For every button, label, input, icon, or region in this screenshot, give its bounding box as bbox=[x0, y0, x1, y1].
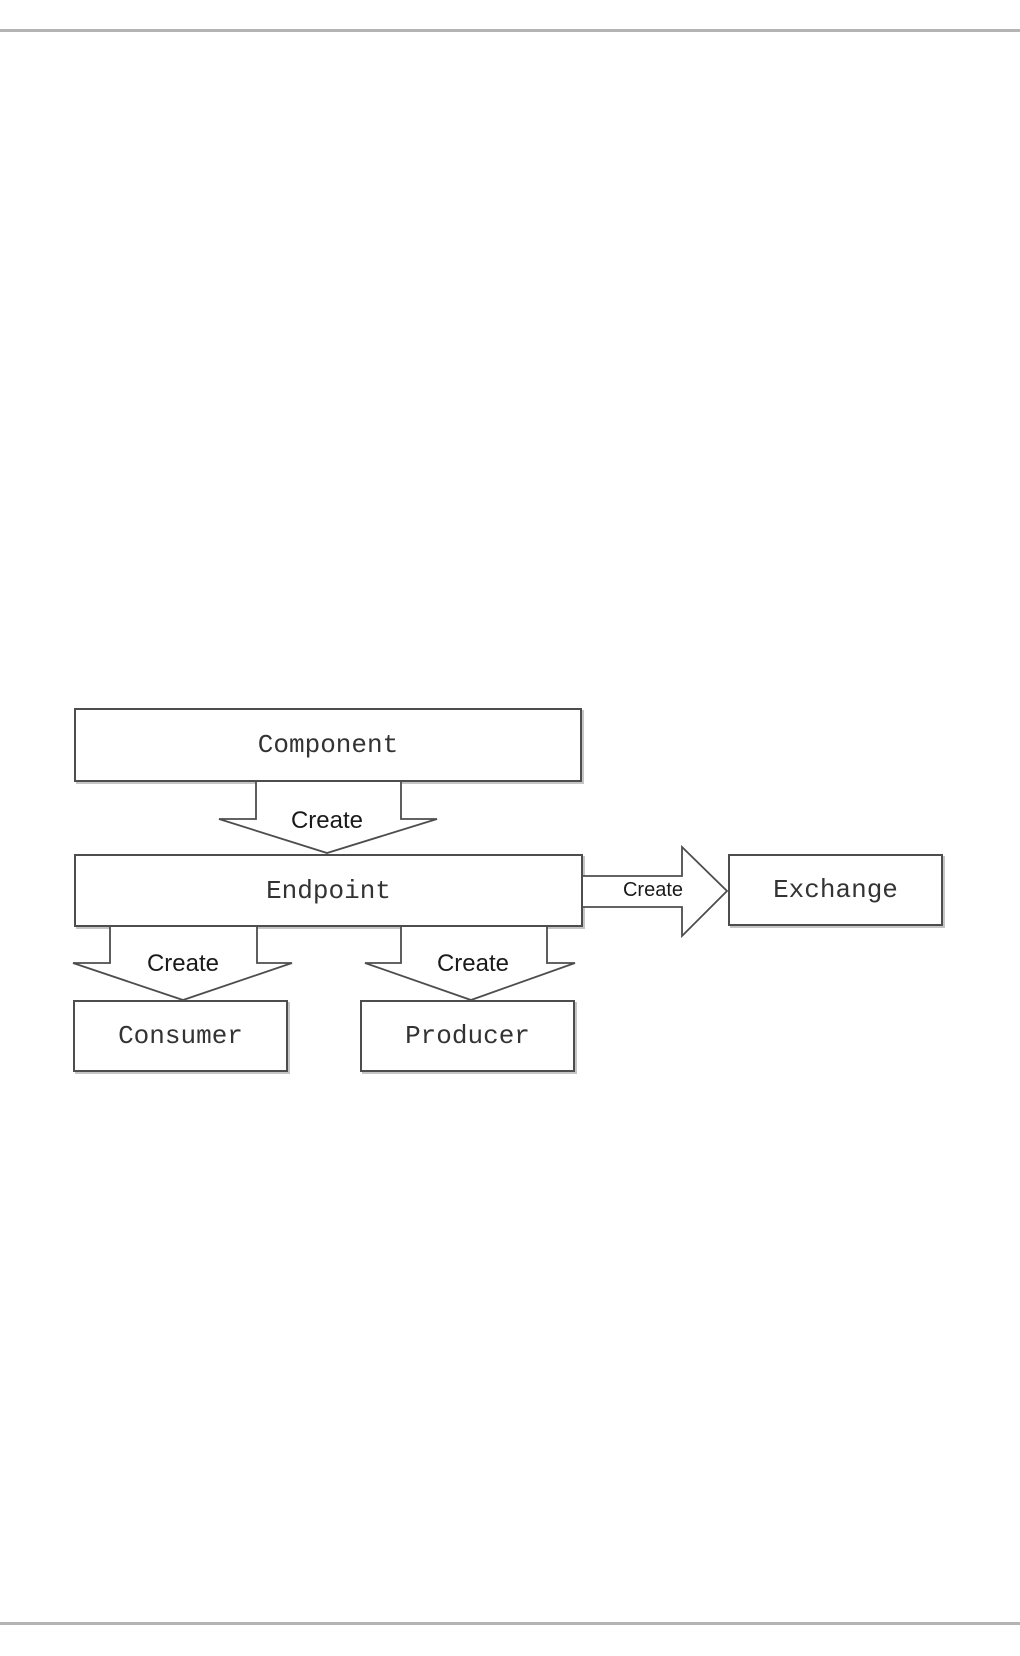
footer-rule bbox=[0, 1622, 1020, 1625]
node-endpoint: Endpoint bbox=[74, 854, 583, 927]
node-consumer: Consumer bbox=[73, 1000, 288, 1072]
node-exchange: Exchange bbox=[728, 854, 943, 926]
edge-label-create-endpoint-producer: Create bbox=[436, 950, 510, 977]
node-producer: Producer bbox=[360, 1000, 575, 1072]
header-rule bbox=[0, 29, 1020, 32]
edge-label-create-endpoint-consumer: Create bbox=[146, 950, 220, 977]
node-component: Component bbox=[74, 708, 582, 782]
edge-label-create-component-endpoint: Create bbox=[290, 807, 364, 834]
edge-label-create-endpoint-exchange: Create bbox=[622, 879, 684, 901]
